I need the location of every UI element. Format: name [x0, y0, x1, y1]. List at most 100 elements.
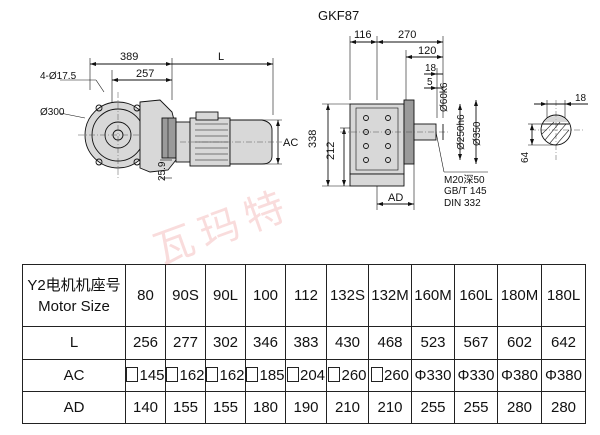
- cell-value: 145: [139, 366, 165, 384]
- cell-value: 380: [512, 366, 538, 384]
- diameter-icon: Φ: [501, 366, 513, 384]
- cell-value: 468: [377, 334, 403, 352]
- cell-value: 260: [383, 366, 410, 384]
- cell-value: 380: [556, 366, 582, 384]
- shaft-section-view: 18 64: [520, 93, 588, 163]
- cell-value: 346: [252, 334, 279, 352]
- dim-270: 270: [398, 29, 416, 41]
- table-cell: 162: [165, 358, 206, 392]
- cell-value: 277: [172, 334, 199, 352]
- table-cell: 277: [165, 326, 206, 360]
- table-cell: 346: [245, 326, 286, 360]
- dim-d300: Ø300: [40, 107, 65, 118]
- dim-389: 389: [120, 51, 138, 63]
- cell-value: 210: [377, 398, 403, 416]
- table-cell: 210: [368, 390, 412, 425]
- dim-d250: Ø250h6: [456, 114, 467, 150]
- table-cell: 260: [326, 358, 369, 392]
- header-label-cn: Y2电机机座号: [27, 276, 121, 294]
- motor-size-cell: 132S: [326, 263, 369, 328]
- cell-value: 602: [506, 334, 533, 352]
- motor-size-cell: 160L: [454, 263, 498, 328]
- table-cell: 302: [205, 326, 246, 360]
- motor-size-cell: 80: [125, 263, 166, 328]
- table-cell: 145: [125, 358, 166, 392]
- thread-spec: M20深50: [444, 174, 485, 186]
- dim-116: 116: [354, 29, 372, 41]
- table-cell: 155: [205, 390, 246, 425]
- table-cell: 602: [497, 326, 542, 360]
- cell-value: 155: [212, 398, 239, 416]
- row-label: AC: [22, 358, 126, 392]
- table-cell: 162: [205, 358, 246, 392]
- table-cell: 204: [285, 358, 327, 392]
- dim-d60: Ø60k6: [439, 82, 450, 112]
- square-section-icon: [126, 366, 139, 382]
- table-cell: Φ330: [454, 358, 498, 392]
- table-cell: 255: [454, 390, 498, 425]
- table-cell: 383: [285, 326, 327, 360]
- dim-AC: AC: [283, 137, 298, 149]
- side-housing: [349, 103, 405, 175]
- terminal-box: [195, 111, 219, 121]
- cell-value: 280: [506, 398, 533, 416]
- motor-size-cell: 180M: [497, 263, 542, 328]
- diameter-icon: Φ: [414, 366, 427, 384]
- table-cell: 190: [285, 390, 327, 425]
- drawing-title: GKF87: [318, 8, 359, 23]
- dim-212: 212: [325, 142, 337, 160]
- header-label-en: Motor Size: [38, 297, 110, 315]
- dim-120: 120: [418, 45, 436, 57]
- front-view: 389 257 L 4-Ø17.5 Ø300: [40, 51, 298, 181]
- cell-value: 567: [463, 334, 489, 352]
- cell-value: 383: [293, 334, 319, 352]
- cell-value: 642: [550, 334, 577, 352]
- cell-value: 255: [420, 398, 446, 416]
- cell-value: 256: [132, 334, 159, 352]
- cell-value: 162: [179, 366, 205, 384]
- cell-value: 330: [469, 366, 495, 384]
- diameter-icon: Φ: [457, 366, 470, 384]
- motor-size-cell: 112: [285, 263, 327, 328]
- dim-holes: 4-Ø17.5: [40, 71, 77, 82]
- square-section-icon: [206, 366, 219, 382]
- square-section-icon: [370, 366, 383, 382]
- cell-value: 155: [172, 398, 199, 416]
- cell-value: 162: [219, 366, 245, 384]
- square-section-icon: [328, 366, 341, 382]
- table-cell: 567: [454, 326, 498, 360]
- motor-size-cell: 100: [245, 263, 286, 328]
- dim-5: 5: [427, 77, 433, 88]
- square-section-icon: [166, 366, 179, 382]
- table-cell: 430: [326, 326, 369, 360]
- row-label: L: [22, 326, 126, 360]
- table-cell: 468: [368, 326, 412, 360]
- cell-value: 190: [293, 398, 319, 416]
- dim-key-18: 18: [575, 93, 587, 104]
- square-section-icon: [246, 366, 259, 382]
- cell-value: 140: [132, 398, 159, 416]
- cell-value: 330: [426, 366, 452, 384]
- table-cell: 155: [165, 390, 206, 425]
- cell-value: 210: [334, 398, 361, 416]
- motor-size-cell: 132M: [368, 263, 412, 328]
- square-section-icon: [286, 366, 299, 382]
- cell-value: 204: [299, 366, 326, 384]
- cell-value: 180: [252, 398, 279, 416]
- thread-standard-gb: GB/T 145: [444, 186, 487, 197]
- technical-drawing: GKF87 389 257 L 4-Ø17.5 Ø300: [40, 8, 588, 210]
- table-cell: Φ380: [541, 358, 586, 392]
- table-cell: 210: [326, 390, 369, 425]
- dim-key-64: 64: [520, 151, 531, 163]
- table-row-l: L 256 277 302 346 383 430 468 523 567 602 642: [22, 326, 586, 360]
- dim-338: 338: [307, 130, 319, 148]
- cell-value: 280: [550, 398, 577, 416]
- dim-18: 18: [425, 63, 437, 74]
- cell-value: 523: [420, 334, 446, 352]
- table-cell: 523: [411, 326, 455, 360]
- side-view: 116 270 120 18 5 338 212: [307, 29, 488, 210]
- motor-size-cell: 90S: [165, 263, 206, 328]
